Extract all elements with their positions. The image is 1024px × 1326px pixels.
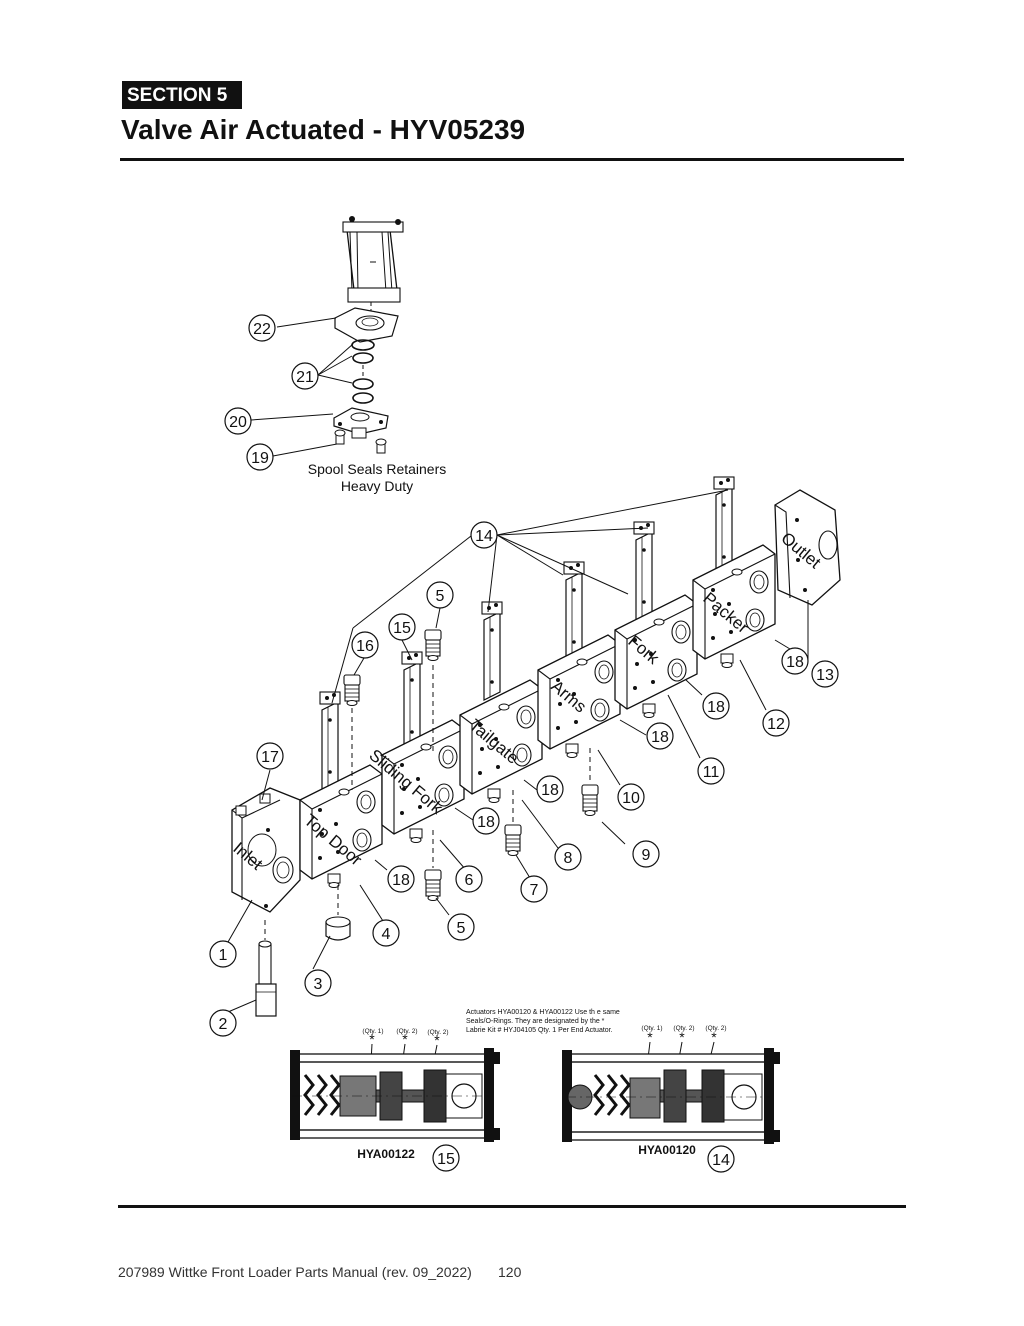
svg-text:*: * — [402, 1031, 408, 1047]
qty-label: (Qty. 2) — [673, 1025, 694, 1032]
part-label: 2 — [219, 1016, 228, 1033]
actuator-label-right: HYA00120 — [638, 1143, 696, 1157]
actuator-note-line: Actuators HYA00120 & HYA00122 Use th e s… — [466, 1009, 620, 1016]
footer-rule — [118, 1205, 906, 1208]
part-label: 11 — [703, 764, 720, 781]
retainer-caption-line: Heavy Duty — [341, 478, 413, 494]
part-label: 1 — [219, 947, 228, 964]
valve-section-packer — [692, 476, 776, 669]
footer-manual-title: 207989 Wittke Front Loader Parts Manual … — [118, 1264, 472, 1280]
part-label: 6 — [465, 872, 474, 889]
part-label: 12 — [767, 716, 785, 733]
valve-section-fork — [614, 521, 698, 719]
part-label: 19 — [251, 450, 269, 467]
section-badge: SECTION 5 — [122, 81, 242, 109]
svg-text:*: * — [647, 1029, 653, 1045]
part-label: 4 — [382, 926, 391, 943]
part-label: 5 — [457, 920, 466, 937]
qty-label: (Qty. 1) — [641, 1025, 662, 1032]
part-label: 9 — [642, 847, 651, 864]
qty-labels: (Qty. 1) (Qty. 2) (Qty. 2) (Qty. 1) (Qty… — [362, 1025, 726, 1036]
part-label: 3 — [314, 976, 323, 993]
header-rule — [120, 158, 904, 161]
part-label: 5 — [436, 588, 445, 605]
part-label: 18 — [651, 729, 669, 746]
svg-text:*: * — [679, 1029, 685, 1045]
inlet-section — [231, 787, 301, 913]
part-label: 14 — [475, 528, 493, 545]
actuator-note-line: Labrie Kit # HYJ04105 Qty. 1 Per End Act… — [466, 1027, 613, 1034]
part-label: 18 — [707, 699, 725, 716]
part-label: 18 — [541, 782, 559, 799]
part-label: 8 — [564, 850, 573, 867]
fittings — [255, 629, 599, 1017]
part-label: 14 — [712, 1152, 730, 1169]
footer-page-number: 120 — [498, 1264, 522, 1280]
svg-text:*: * — [434, 1032, 440, 1048]
part-leader-lines — [227, 489, 809, 1013]
valve-section-sliding-fork — [381, 651, 465, 844]
part-label: 21 — [296, 369, 314, 386]
spool-seal-retainer-assembly — [333, 216, 404, 454]
qty-label: (Qty. 1) — [362, 1028, 383, 1035]
part-label: 22 — [253, 321, 271, 338]
part-label: 15 — [393, 620, 411, 637]
assembly-lines — [264, 665, 591, 940]
actuator-label-left: HYA00122 — [357, 1147, 415, 1161]
top-leader-lines — [250, 317, 354, 457]
part-label: 18 — [392, 872, 410, 889]
part-label: 20 — [229, 414, 247, 431]
qty-label: (Qty. 2) — [427, 1029, 448, 1036]
qty-label: (Qty. 2) — [396, 1028, 417, 1035]
actuator-cross-section-hya00122 — [290, 1048, 500, 1142]
qty-label: (Qty. 2) — [705, 1025, 726, 1032]
actuator-note-line: Seals/O-Rings. They are designated by th… — [466, 1018, 605, 1025]
actuator-note: Actuators HYA00120 & HYA00122 Use th e s… — [466, 1009, 620, 1034]
part-label: 13 — [816, 667, 834, 684]
retainer-caption-line: Spool Seals Retainers — [308, 461, 447, 477]
svg-text:*: * — [369, 1031, 375, 1047]
part-number-labels: 22 21 20 19 14 5 15 16 17 18 13 18 12 18… — [219, 321, 834, 1169]
part-label: 15 — [437, 1151, 455, 1168]
part-label: 17 — [261, 749, 279, 766]
part-label: 10 — [622, 790, 640, 807]
valve-section-arms — [537, 561, 621, 759]
asterisk-markers: * * * * * * — [369, 1029, 717, 1048]
part-label: 16 — [356, 638, 374, 655]
part-label: 18 — [477, 814, 495, 831]
part-label: 7 — [530, 882, 539, 899]
svg-text:*: * — [711, 1029, 717, 1045]
outlet-section — [774, 489, 841, 606]
valve-section-tailgate — [459, 601, 543, 804]
page-title: Valve Air Actuated - HYV05239 — [121, 114, 526, 145]
part-label: 18 — [786, 654, 804, 671]
retainer-caption: Spool Seals Retainers Heavy Duty — [308, 461, 447, 494]
actuator-cross-section-hya00120 — [562, 1048, 780, 1144]
